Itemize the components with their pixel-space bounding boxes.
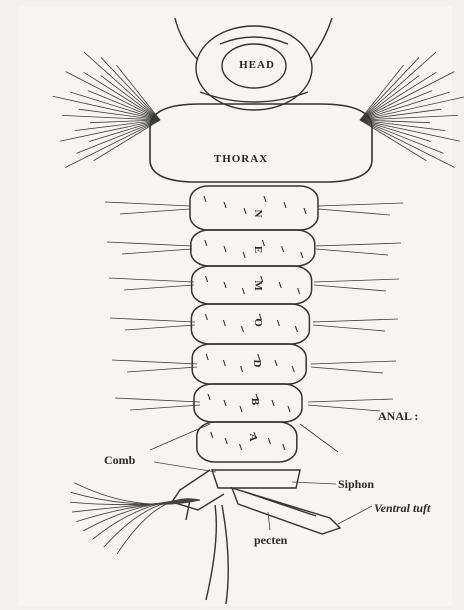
ventral-tuft-label: Ventral tuft [374, 501, 431, 515]
comb-label: Comb [104, 453, 136, 467]
abdomen-letter-2: E [252, 246, 264, 254]
abdomen-letter-3: M [252, 280, 264, 291]
anal-label: ANAL : [378, 409, 418, 423]
abdomen-letter-1: N [252, 210, 264, 219]
siphon-label: Siphon [338, 477, 374, 491]
abdomen-letter-5: D [251, 360, 263, 369]
head-label: HEAD [239, 59, 275, 71]
pecten-label: pecten [254, 533, 288, 547]
abdomen-letter-7: A [247, 434, 259, 443]
abdomen-letter-4: O [252, 318, 264, 328]
thorax-label: THORAX [214, 153, 268, 165]
abdomen-letter-6: B [249, 398, 261, 406]
